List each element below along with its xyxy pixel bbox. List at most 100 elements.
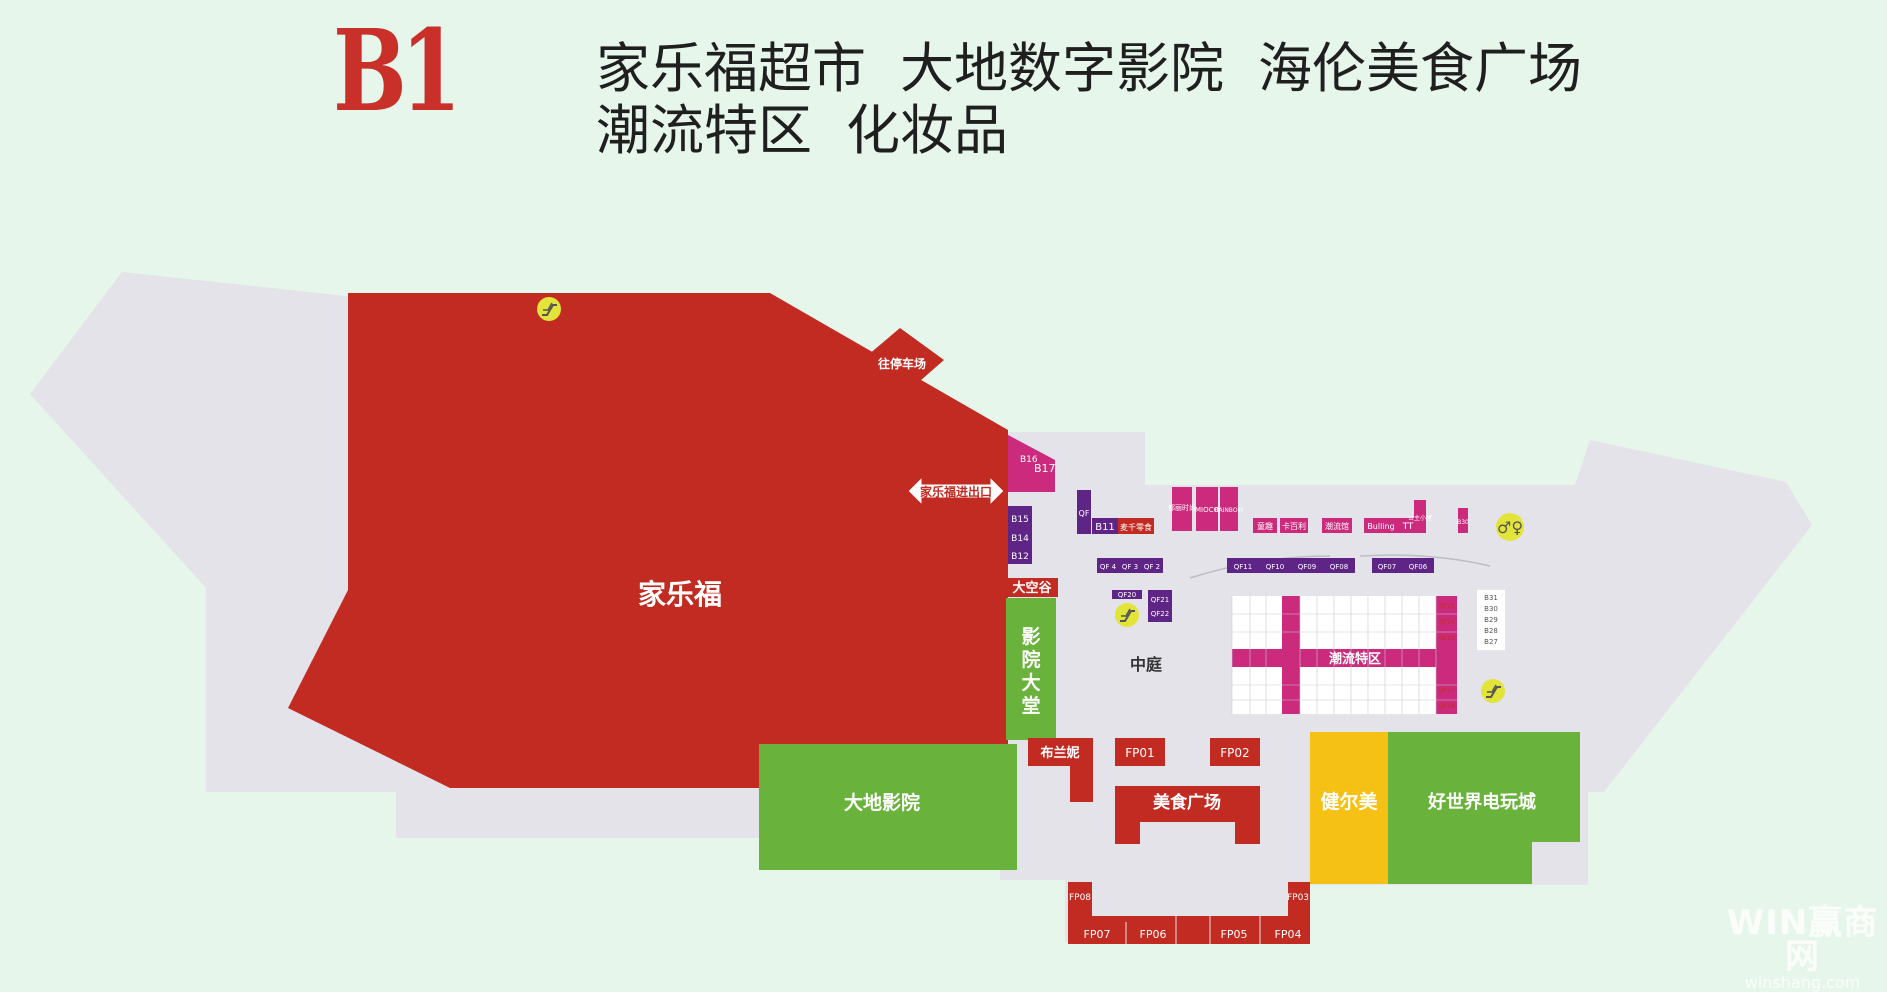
shop-s3[interactable] [1322,518,1352,533]
shop-fp08-label: FP08 [1069,893,1091,903]
shop-m1-label: 都丽时尚 [1168,503,1196,512]
trend-zone-grid [1231,596,1457,714]
header-line-1: 家乐福超市大地数字影院海伦美食广场 [596,42,1616,96]
shop-bulling[interactable] [1364,518,1398,533]
shop-qf20-label: QF20 [1118,591,1136,599]
shop-s1[interactable] [1253,518,1277,533]
cinema-lobby-char-4: 堂 [1021,695,1040,717]
shop-qf-right[interactable] [1372,558,1434,573]
floor-label: B1 [333,6,461,137]
shop-princess-label: 公主小屋 [1408,514,1432,522]
watermark: WIN赢商网 winshang.com [1718,906,1887,992]
food-court-block[interactable] [1115,786,1260,844]
escalator-icon [1114,602,1140,628]
shop-qf06: QF06 [1409,563,1428,571]
shop-rainbow[interactable] [1220,487,1238,531]
header-food: 海伦美食广场 [1258,37,1582,100]
shop-b16-b17[interactable] [1008,435,1055,492]
game-city-label: 好世界电玩城 [1427,791,1536,813]
shop-qf25: QF25 [1439,603,1455,610]
header-cinema: 大地数字影院 [900,37,1224,100]
shop-b30-top[interactable] [1458,508,1468,533]
shop-qf07: QF07 [1378,563,1396,571]
shop-qf-label: QF [1079,509,1090,518]
shop-b15: B15 [1011,515,1029,525]
escalator-icon [536,296,562,322]
shop-fp04-label: FP04 [1275,928,1302,941]
brannie-block[interactable] [1028,738,1093,802]
shop-s3-label: 潮流馆 [1325,521,1349,531]
carrefour-block[interactable] [288,293,1008,788]
shop-snack-label: 麦千零食 [1120,522,1152,532]
entrance-arrow-icon [907,475,1005,507]
cinema-lobby-block[interactable] [1006,598,1056,740]
sky-valley-label: 大空谷 [1012,580,1052,596]
restroom-icon [1496,513,1524,541]
shop-qf[interactable] [1077,490,1091,534]
shop-right-col[interactable] [1477,590,1505,650]
shop-mioco-label: MIOCO [1195,506,1220,514]
shop-qf4: QF 4 [1100,563,1117,571]
parking-label: 往停车场 [878,356,926,371]
shop-qf21-22[interactable] [1148,590,1172,622]
shop-s2-label: 卡百利 [1282,521,1306,531]
shop-m1[interactable] [1172,487,1192,531]
shop-qf20[interactable] [1112,590,1142,599]
header-carrefour: 家乐福超市 [596,37,866,100]
cinema-block[interactable] [759,744,1017,870]
shop-qf08: QF08 [1330,563,1348,571]
shop-tt[interactable] [1398,518,1418,533]
shop-qf2: QF 2 [1144,563,1160,571]
shop-fp03-label: FP03 [1287,893,1309,903]
restroom-glyph: ♂♀ [1497,518,1523,537]
shop-b30: B30 [1484,605,1498,613]
sky-valley-block[interactable] [1006,578,1058,597]
shop-fp07-label: FP07 [1084,928,1111,941]
header-cosmetics: 化妆品 [846,99,1008,162]
shop-mioco[interactable] [1196,487,1218,531]
shop-b27: B27 [1484,638,1498,646]
shop-b11[interactable] [1092,518,1118,534]
shop-qf10: QF10 [1266,563,1284,571]
shop-qf24: QF24 [1439,619,1455,626]
shop-b14: B14 [1011,534,1029,544]
shop-fp02[interactable] [1210,738,1260,766]
shop-b28: B28 [1484,627,1498,635]
shop-s2[interactable] [1280,518,1308,533]
floor-map: 家乐福 往停车场 家乐福进出口 B16 B17 B15 B14 B12 大空谷 … [30,272,1812,944]
shop-qf-row[interactable] [1097,558,1163,573]
shop-princess[interactable] [1414,500,1426,533]
shop-qf22-label: QF22 [1151,610,1169,618]
shop-s1-label: 童趣 [1257,521,1273,531]
shop-b12: B12 [1011,552,1029,562]
shop-qf28: QF28 [1439,703,1455,710]
shop-b31: B31 [1484,594,1498,602]
shop-qf3: QF 3 [1122,563,1138,571]
entrance-label: 家乐福进出口 [920,484,992,499]
trend-zone[interactable]: 潮流特区 [1231,596,1457,714]
shop-tt-label: TT [1402,522,1414,532]
shop-fp01[interactable] [1115,738,1165,766]
shop-fp02-label: FP02 [1220,746,1249,760]
cinema-lobby-char-2: 院 [1021,648,1040,671]
shop-snack[interactable] [1118,518,1154,534]
fp-bottom-strip[interactable] [1068,882,1310,944]
jianermei-label: 健尔美 [1320,790,1378,813]
shop-qf11: QF11 [1234,563,1252,571]
header-line-2: 潮流特区化妆品 [596,104,1042,158]
courtyard-label: 中庭 [1130,655,1162,674]
shop-qf27: QF27 [1439,687,1455,694]
food-court-label: 美食广场 [1153,792,1221,813]
shop-b16: B16 [1020,455,1038,465]
watermark-brand: WIN赢商网 [1726,903,1879,977]
shop-b15-b12[interactable] [1008,506,1032,564]
game-city-block[interactable] [1388,732,1580,884]
cinema-label: 大地影院 [844,791,920,814]
cinema-lobby-char-3: 大 [1021,671,1040,694]
brannie-label: 布兰妮 [1040,745,1079,761]
shop-bulling-label: Bulling [1367,522,1394,531]
shop-qf-mid[interactable] [1227,558,1355,573]
shop-qf23: QF23 [1439,635,1455,642]
jianermei-block[interactable] [1310,732,1388,884]
parking-block[interactable] [868,328,944,388]
